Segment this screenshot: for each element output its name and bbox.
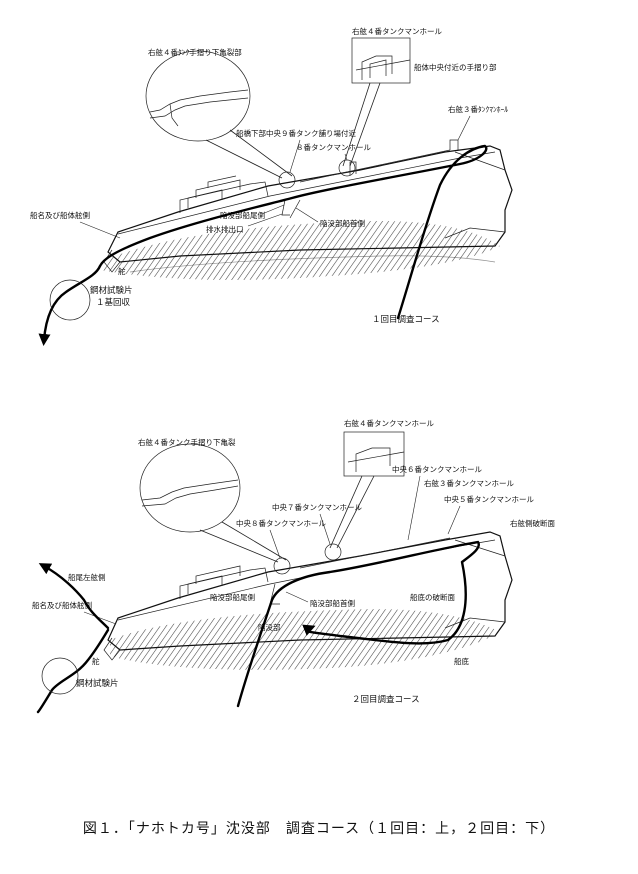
lower-inset-crack	[139, 443, 287, 563]
lower-inset-manhole	[329, 431, 405, 549]
label-center6: 中央６番タンクマンホール	[392, 464, 482, 474]
label-bottom: 船底	[454, 656, 469, 666]
label-inset-left-2: 右舷４番タンク手摺り下亀裂	[138, 437, 236, 447]
label-sinking-bow-2: 陥没部船首側	[310, 598, 355, 608]
steel-sample-circle-2	[41, 657, 79, 695]
label-bow-section: 右舷側破断面	[510, 518, 555, 528]
figure-caption: 図１．「ナホトカ号」沈没部 調査コース（１回目：上，２回目：下）	[82, 821, 556, 837]
figure-2-run2: 右舷４番タンク手摺り下亀裂 右舷４番タンクマンホール 中央６番タンクマンホール …	[32, 418, 555, 714]
label-tank8: ８番タンクマンホール	[296, 142, 371, 152]
label-drain: 排水排出口	[206, 224, 244, 234]
course-1-path	[38, 144, 488, 346]
course-2-path	[236, 540, 480, 708]
label-inset-right-title-2: 右舷４番タンクマンホール	[344, 418, 434, 428]
label-stern-port: 船尾左舷側	[68, 572, 106, 582]
label-bottom-section: 船底の破断面	[410, 592, 455, 602]
label-upper-inset-left: 右舷４番ﾀﾝｸ手摺り下亀裂部	[148, 47, 242, 57]
label-course-1: １回目調査コース	[372, 314, 440, 325]
label-steel-sample-2: 鋼材試験片	[76, 678, 119, 689]
label-rudder-2: 舵	[92, 656, 100, 666]
label-rudder: 舵	[118, 266, 126, 276]
label-sinking-bow: 陥没部船首側	[320, 218, 365, 228]
label-sinking-stern-2: 陥没部船尾側	[210, 592, 255, 602]
label-center5: 中央５番タンクマンホール	[444, 494, 534, 504]
label-bridge-lower: 船橋下部中央９番タンク舗り場付近	[236, 128, 356, 138]
figure-1-run1: 右舷４番ﾀﾝｸ手摺り下亀裂部 右舷４番タンクマンホール 船体中央付近の手摺り部 …	[30, 26, 513, 346]
label-upper-inset-right-title: 右舷４番タンクマンホール	[352, 26, 442, 36]
upper-inset-manhole	[342, 37, 411, 167]
label-stern-side-2: 船名及び船体舷側	[32, 600, 92, 610]
label-stern-side: 船名及び船体舷側	[30, 210, 90, 220]
label-center7: 中央７番タンクマンホール	[272, 502, 362, 512]
label-starboard3-2: 右舷３番タンクマンホール	[424, 478, 514, 488]
label-steel-sample: 鋼材試験片	[90, 285, 133, 296]
label-sinking-2: 陥没部	[258, 622, 281, 632]
course-2-stern-path	[38, 563, 110, 630]
label-upper-inset-right-sub: 船体中央付近の手摺り部	[414, 62, 497, 72]
label-steel-sample-sub: １基回収	[96, 297, 131, 308]
label-starboard-tank3: 右舷３番ﾀﾝｸﾏﾝﾎｰﾙ	[448, 104, 508, 114]
ship-hull	[103, 139, 513, 273]
label-center8: 中央８番タンクマンホール	[236, 518, 326, 528]
label-course-2: ２回目調査コース	[352, 694, 420, 705]
label-sinking-stern: 陥没部船尾側	[220, 210, 265, 220]
upper-inset-crack	[145, 50, 293, 179]
steel-sample-circle-1	[49, 279, 91, 321]
